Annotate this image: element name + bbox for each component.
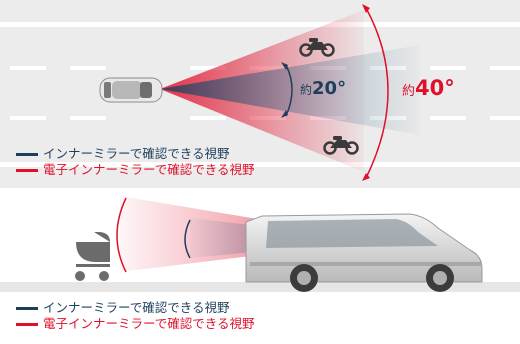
large-angle-label: 約 40° (402, 76, 455, 100)
small-angle-value: 20° (312, 78, 347, 99)
car-topview-icon (99, 77, 163, 103)
motorcycle-icon (323, 136, 359, 155)
bottom-legend: インナーミラーで確認できる視野 電子インナーミラーで確認できる視野 (16, 300, 255, 332)
large-angle-arc (365, 7, 389, 179)
top-lane-line-bottom (0, 162, 520, 167)
small-angle-prefix: 約 (300, 83, 313, 97)
large-angle-prefix: 約 (402, 84, 416, 99)
stroller-icon (75, 232, 110, 281)
legend-item-digital-mirror: 電子インナーミラーで確認できる視野 (16, 162, 255, 178)
digital-mirror-swatch (16, 322, 38, 326)
legend-label-digital-mirror: 電子インナーミラーで確認できる視野 (43, 162, 255, 177)
legend-label-inner-mirror: インナーミラーで確認できる視野 (43, 146, 230, 161)
inner-mirror-swatch (16, 306, 38, 310)
legend-item-inner-mirror: インナーミラーで確認できる視野 (16, 300, 255, 316)
bottom-inner-arc (184, 219, 191, 259)
top-legend: インナーミラーで確認できる視野 電子インナーミラーで確認できる視野 (16, 146, 255, 178)
bottom-road (0, 282, 520, 292)
top-lane-line (0, 22, 520, 27)
inner-mirror-swatch (16, 152, 38, 156)
motorcycle-icon (299, 38, 335, 57)
large-angle-value: 40° (415, 76, 455, 100)
inner-mirror-view-cone-top (160, 45, 420, 135)
digital-mirror-swatch (16, 168, 38, 172)
legend-label-digital-mirror: 電子インナーミラーで確認できる視野 (43, 316, 255, 331)
small-angle-arc (285, 64, 293, 117)
legend-item-digital-mirror: 電子インナーミラーで確認できる視野 (16, 316, 255, 332)
legend-item-inner-mirror: インナーミラーで確認できる視野 (16, 146, 255, 162)
legend-label-inner-mirror: インナーミラーで確認できる視野 (43, 300, 230, 315)
bottom-digital-arc (116, 197, 127, 273)
minivan-icon (245, 213, 483, 292)
panel-divider (0, 188, 520, 196)
small-angle-label: 約 20° (300, 78, 346, 99)
